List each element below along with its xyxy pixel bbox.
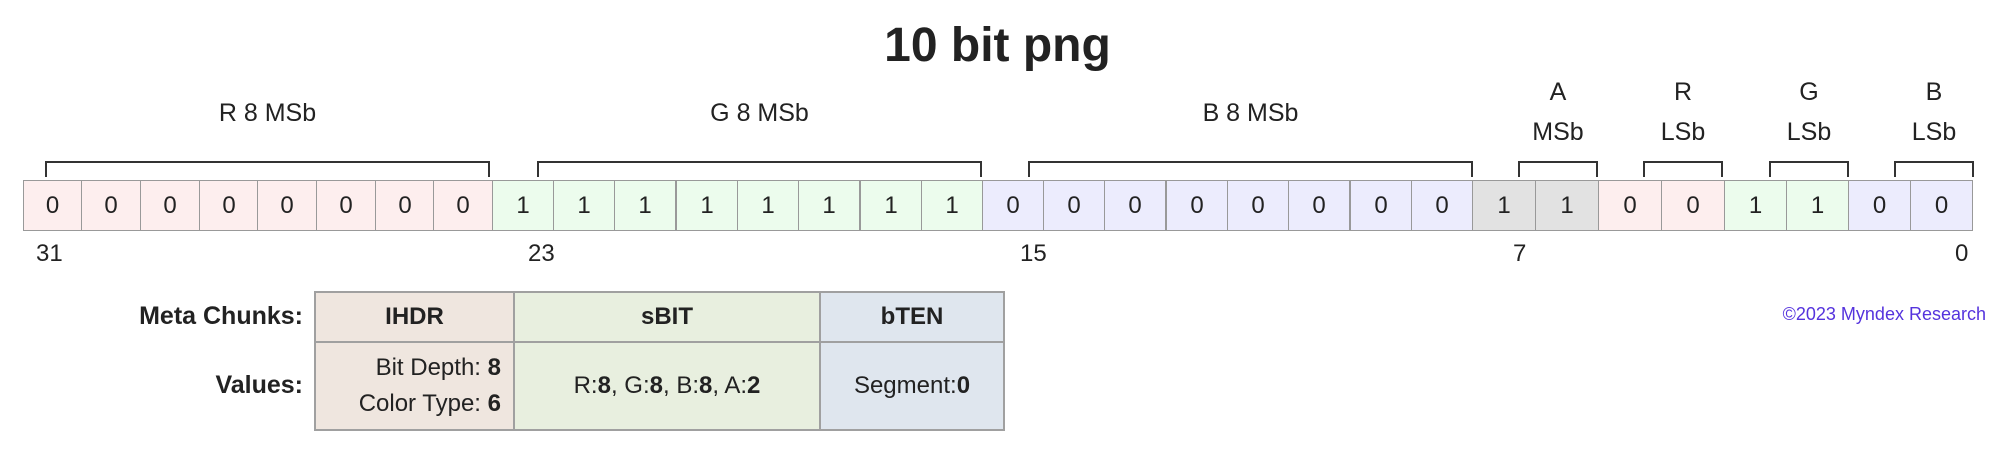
meta-chunks-label: Meta Chunks: [139,302,303,330]
bit-cell: 0 [1411,180,1473,231]
bit-cell: 0 [433,180,493,231]
sbit-b-value: 8 [699,372,713,399]
bit-cell: 0 [1104,180,1166,231]
bit-cell: 0 [1350,180,1412,231]
ihdr-bit-depth-value: 8 [487,354,501,381]
sbit-b-label: , B: [662,372,699,399]
copyright-notice: ©2023 Myndex Research [1782,304,1986,324]
bit-number: 31 [36,240,63,267]
bit-cell: 0 [23,180,82,231]
bit-cell: 1 [921,180,983,231]
sbit-r-label: R: [573,372,598,399]
bit-cell: 1 [1472,180,1536,231]
bten-header: bTEN [819,291,1005,343]
ihdr-color-type-value: 6 [487,390,501,417]
bit-cell: 0 [257,180,317,231]
group-label-g-lsb: G LSb [1769,72,1849,152]
group-label-b-line1: B [1925,78,1943,106]
bit-number: 7 [1513,240,1527,267]
bit-cell: 1 [492,180,554,231]
bit-cell: 0 [140,180,200,231]
bit-cell: 1 [798,180,860,231]
bit-cell: 0 [1043,180,1105,231]
bten-values: Segment: 0 [819,341,1005,431]
group-label-a-msb: A MSb [1518,72,1598,152]
bten-segment-label: Segment: [853,372,957,399]
bracket-b [1894,161,1974,177]
ihdr-bit-depth: Bit Depth: 8 [376,350,501,386]
bit-cell: 1 [553,180,615,231]
sbit-g-value: 8 [649,372,663,399]
bit-cell: 0 [1910,180,1973,231]
group-label-r-line1: R [1673,78,1693,106]
group-label-b8: B 8 MSb [1202,99,1299,127]
bit-cell: 0 [1166,180,1228,231]
bit-number: 23 [528,240,555,267]
bit-cell: 0 [982,180,1044,231]
bit-cell: 1 [1535,180,1599,231]
bit-cell: 1 [860,180,922,231]
ihdr-bit-depth-label: Bit Depth: [375,354,488,381]
bracket-g [1769,161,1849,177]
bit-cell: 0 [375,180,435,231]
bit-cell: 0 [199,180,259,231]
bracket-g8 [537,161,982,177]
bit-cell: 0 [316,180,376,231]
bten-segment-value: 0 [956,372,971,399]
bracket-r8 [45,161,490,177]
group-label-a-line2: MSb [1532,118,1584,146]
bit-cell: 1 [1724,180,1787,231]
group-label-b-lsb: B LSb [1894,72,1974,152]
sbit-a-value: 2 [747,372,761,399]
ihdr-values: Bit Depth: 8 Color Type: 6 [314,341,515,431]
bit-cell: 0 [1661,180,1725,231]
group-label-r-lsb: R LSb [1643,72,1723,152]
sbit-r-value: 8 [597,372,611,399]
group-label-a-line1: A [1549,78,1567,106]
group-label-g-line2: LSb [1786,118,1832,146]
bit-cell: 0 [1227,180,1289,231]
bit-cell: 1 [1786,180,1849,231]
bit-cell: 0 [1848,180,1911,231]
bit-number: 0 [1955,240,1969,267]
sbit-a-label: , A: [712,372,748,399]
bracket-a [1518,161,1598,177]
bit-cell: 0 [1598,180,1662,231]
bit-cell: 1 [737,180,799,231]
diagram-title: 10 bit png [884,19,1111,72]
bit-cell: 0 [1288,180,1350,231]
ihdr-header: IHDR [314,291,515,343]
bracket-b8 [1028,161,1473,177]
bit-cell: 1 [614,180,676,231]
sbit-header: sBIT [513,291,821,343]
bit-cell: 1 [676,180,738,231]
bit-cell: 0 [81,180,141,231]
group-label-r-line2: LSb [1660,118,1706,146]
sbit-values: R: 8, G: 8, B: 8, A: 2 [513,341,821,431]
group-label-g8: G 8 MSb [710,99,809,127]
ihdr-color-type: Color Type: 6 [359,386,501,422]
ihdr-color-type-label: Color Type: [358,390,488,417]
bit-number: 15 [1020,240,1047,267]
group-label-g-line1: G [1799,78,1819,106]
sbit-g-label: , G: [610,372,650,399]
group-label-r8: R 8 MSb [218,99,317,127]
bracket-r [1643,161,1723,177]
group-label-b-line2: LSb [1911,118,1957,146]
values-label: Values: [215,371,303,399]
